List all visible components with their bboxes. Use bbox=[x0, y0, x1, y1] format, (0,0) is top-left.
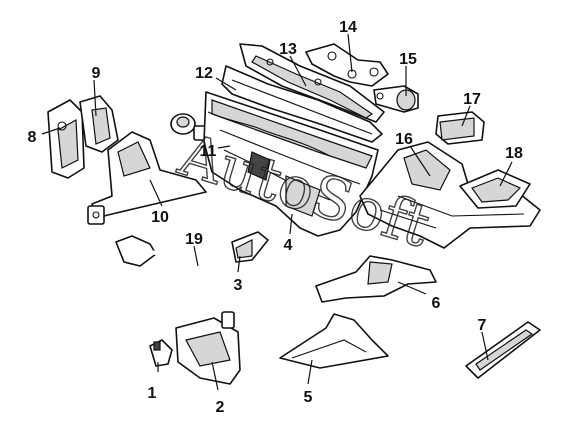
callout-5: 5 bbox=[304, 389, 313, 406]
callout-1: 1 bbox=[148, 385, 157, 402]
callout-18: 18 bbox=[505, 145, 523, 162]
callout-14: 14 bbox=[339, 19, 357, 36]
callout-6: 6 bbox=[432, 295, 441, 312]
part-10-support-frame bbox=[87, 131, 207, 225]
part-1-pump bbox=[149, 339, 173, 367]
part-11-bulkhead bbox=[203, 91, 379, 237]
part-5-floor-panel bbox=[279, 313, 389, 369]
callout-17: 17 bbox=[463, 91, 481, 108]
callout-19: 19 bbox=[185, 231, 203, 248]
callout-8: 8 bbox=[28, 129, 37, 146]
part-17-module bbox=[435, 111, 485, 145]
part-18-panel bbox=[459, 169, 531, 209]
callout-2: 2 bbox=[216, 399, 225, 416]
engine-mount bbox=[170, 113, 207, 141]
callout-numbers: 1 2 3 4 5 6 7 8 9 10 11 12 13 14 15 16 1… bbox=[28, 19, 523, 416]
callout-13: 13 bbox=[279, 41, 297, 58]
callout-lines bbox=[41, 33, 513, 391]
part-19-hose bbox=[115, 235, 230, 319]
part-13-dash-panel bbox=[239, 43, 385, 123]
callout-3: 3 bbox=[234, 277, 243, 294]
part-9-bracket bbox=[79, 95, 119, 153]
part-6-rail bbox=[315, 255, 437, 303]
callout-7: 7 bbox=[478, 317, 487, 334]
part-8-bracket bbox=[47, 99, 85, 179]
part-12-cowl-panel bbox=[221, 65, 383, 143]
part-2-reservoir bbox=[175, 311, 241, 385]
callout-12: 12 bbox=[195, 65, 213, 82]
callout-15: 15 bbox=[399, 51, 417, 68]
part-14-bracket bbox=[305, 43, 389, 87]
part-16-floor-pan bbox=[359, 141, 541, 249]
callout-16: 16 bbox=[395, 131, 413, 148]
part-15-motor bbox=[373, 85, 419, 113]
callout-10: 10 bbox=[151, 209, 169, 226]
callout-11: 11 bbox=[200, 143, 217, 160]
part-7-bar bbox=[465, 321, 541, 379]
callout-9: 9 bbox=[92, 65, 101, 82]
callout-4: 4 bbox=[284, 237, 293, 254]
part-3-block bbox=[231, 231, 269, 263]
